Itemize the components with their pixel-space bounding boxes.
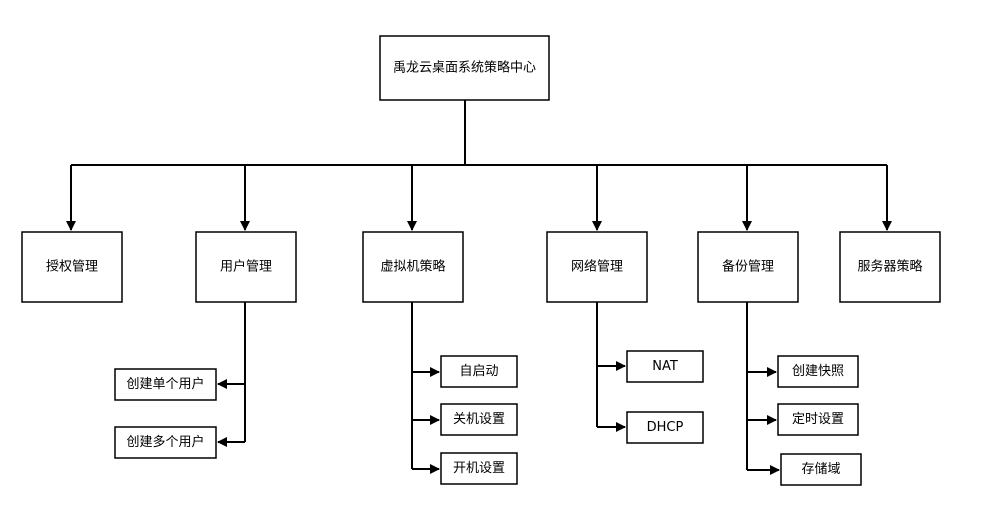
category-node-服务器策略: 服务器策略 <box>839 231 941 303</box>
category-box <box>195 231 297 303</box>
leaf-label: 创建多个用户 <box>126 434 204 450</box>
leaf-box <box>780 453 862 486</box>
leaf-label: NAT <box>652 359 678 374</box>
category-label: 用户管理 <box>220 259 272 275</box>
leaf-node-NAT: NAT <box>626 350 704 383</box>
category-box <box>546 231 648 303</box>
leaf-box <box>626 350 704 383</box>
leaf-node-自启动: 自启动 <box>440 355 518 388</box>
category-label: 备份管理 <box>722 259 774 275</box>
leaf-node-DHCP: DHCP <box>626 411 704 444</box>
root-node-label: 禹龙云桌面系统策略中心 <box>393 60 536 76</box>
leaf-label: 创建单个用户 <box>126 376 204 392</box>
leaf-box <box>114 426 217 459</box>
leaf-label: 关机设置 <box>453 412 505 427</box>
leaf-label: 自启动 <box>459 364 498 379</box>
leaf-box <box>626 411 704 444</box>
leaf-node-创建单个用户: 创建单个用户 <box>114 368 217 401</box>
leaf-label: 开机设置 <box>453 461 505 476</box>
leaf-node-关机设置: 关机设置 <box>440 403 518 436</box>
leaf-node-开机设置: 开机设置 <box>440 452 518 485</box>
connector-layer <box>66 100 892 475</box>
leaf-box <box>777 355 859 388</box>
category-box <box>21 231 123 303</box>
leaf-node-创建多个用户: 创建多个用户 <box>114 426 217 459</box>
category-node-虚拟机策略: 虚拟机策略 <box>362 231 464 303</box>
leaf-node-存储域: 存储域 <box>780 453 862 486</box>
category-node-网络管理: 网络管理 <box>546 231 648 303</box>
category-box <box>839 231 941 303</box>
category-label: 授权管理 <box>46 259 98 275</box>
leaf-label: 存储域 <box>801 462 840 477</box>
leaf-box <box>114 368 217 401</box>
category-node-备份管理: 备份管理 <box>697 231 799 303</box>
leaf-label: 创建快照 <box>792 364 844 379</box>
category-label: 虚拟机策略 <box>380 259 445 275</box>
root-node-box <box>379 35 550 101</box>
category-label: 服务器策略 <box>857 259 922 275</box>
leaf-label: DHCP <box>647 420 684 435</box>
leaf-node-创建快照: 创建快照 <box>777 355 859 388</box>
leaf-node-定时设置: 定时设置 <box>777 403 859 436</box>
category-box <box>362 231 464 303</box>
leaf-box <box>440 403 518 436</box>
leaf-label: 定时设置 <box>792 412 844 427</box>
leaf-box <box>777 403 859 436</box>
root-node: 禹龙云桌面系统策略中心 <box>379 35 550 101</box>
leaf-box <box>440 355 518 388</box>
category-box <box>697 231 799 303</box>
category-node-用户管理: 用户管理 <box>195 231 297 303</box>
leaf-box <box>440 452 518 485</box>
category-label: 网络管理 <box>571 259 623 275</box>
category-node-授权管理: 授权管理 <box>21 231 123 303</box>
